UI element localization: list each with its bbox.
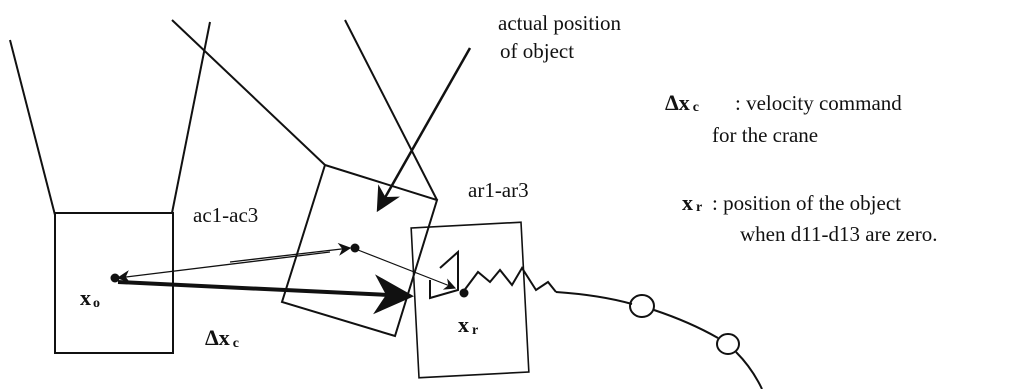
legend-xr-desc-1: : position of the object: [712, 191, 901, 215]
arrow-to-x0: [116, 251, 331, 284]
legend-dxc-desc-2: for the crane: [712, 123, 818, 147]
annotation-line-1: actual position: [498, 11, 622, 35]
arrows: [116, 47, 472, 315]
object-chain: [429, 249, 763, 389]
ar-box: [410, 221, 530, 379]
chain-link-1: [629, 294, 655, 318]
arrow-mid-to-xr: [357, 249, 457, 290]
annotation-line-2: of object: [500, 39, 574, 63]
arrow-delta-xc: [117, 274, 414, 315]
label-ac-group: ac1-ac3: [193, 203, 258, 227]
arrow-actual-position: [376, 47, 472, 213]
arrow-to-middle: [229, 242, 352, 263]
legend-xr-desc-2: when d11-d13 are zero.: [740, 222, 937, 246]
label-ar-group: ar1-ar3: [468, 178, 529, 202]
point-xr: [459, 288, 469, 298]
point-middle: [350, 243, 360, 253]
chain-link-2: [716, 333, 740, 355]
legend-dxc-desc-1: : velocity command: [735, 91, 902, 115]
crane-fixture-left: [9, 21, 211, 354]
